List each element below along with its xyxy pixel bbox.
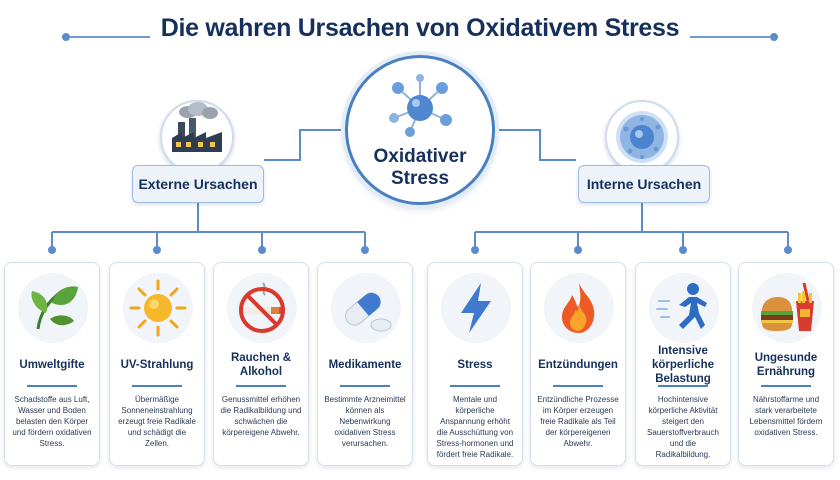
card-title: Entzündungen bbox=[538, 359, 618, 371]
title-line-left bbox=[70, 36, 150, 38]
card-divider bbox=[132, 385, 182, 387]
card-icon-circle bbox=[544, 273, 614, 343]
card-stress: Stress Mentale und körperliche Anspannun… bbox=[427, 262, 523, 466]
card-description: Schadstoffe aus Luft, Wasser und Boden b… bbox=[12, 395, 92, 448]
card-uv-strahlung: UV-Strahlung Übermäßige Sonneneinstrahlu… bbox=[109, 262, 205, 466]
pill-icon bbox=[345, 292, 392, 332]
card-divider bbox=[27, 385, 77, 387]
card-description: Übermäßige Sonneneinstrahlung erzeugt fr… bbox=[118, 395, 196, 448]
card-ungesunde-ernaehrung: Ungesunde Ernährung Nährstoffarme und st… bbox=[738, 262, 834, 466]
card-divider bbox=[761, 385, 811, 387]
card-umweltgifte: Umweltgifte Schadstoffe aus Luft, Wasser… bbox=[4, 262, 100, 466]
card-title: UV-Strahlung bbox=[120, 359, 194, 371]
card-icon-circle bbox=[123, 273, 193, 343]
factory-icon bbox=[172, 102, 222, 152]
card-description: Bestimmte Arzneimittel können als Nebenw… bbox=[324, 395, 406, 448]
card-divider bbox=[340, 385, 390, 387]
card-description: Entzündliche Prozesse im Körper erzeugen… bbox=[537, 395, 619, 448]
molecule-icon bbox=[389, 74, 452, 137]
runner-icon bbox=[656, 283, 707, 329]
card-description: Genussmittel erhöhen die Radikalbildung … bbox=[220, 395, 302, 437]
card-medikamente: Medikamente Bestimmte Arzneimittel könne… bbox=[317, 262, 413, 466]
card-icon-circle bbox=[441, 273, 511, 343]
card-title: Umweltgifte bbox=[19, 359, 85, 371]
lightning-icon bbox=[461, 283, 491, 333]
card-title: Stress bbox=[457, 359, 493, 371]
center-label: Oxidativer Stress bbox=[373, 146, 467, 189]
card-title: Medikamente bbox=[328, 359, 402, 371]
leaf-icon bbox=[31, 286, 78, 330]
no-smoking-icon bbox=[239, 282, 285, 333]
flame-icon bbox=[562, 283, 595, 333]
sun-icon bbox=[129, 279, 187, 337]
card-icon-circle bbox=[752, 273, 822, 343]
card-title: Ungesunde Ernährung bbox=[754, 352, 818, 378]
category-external-label: Externe Ursachen bbox=[138, 176, 258, 192]
card-entzuendungen: Entzündungen Entzündliche Prozesse im Kö… bbox=[530, 262, 626, 466]
title-line-right bbox=[690, 36, 770, 38]
card-description: Hochintensive körperliche Aktivität stei… bbox=[647, 395, 719, 459]
category-internal-label: Interne Ursachen bbox=[586, 176, 702, 192]
title-dot-left bbox=[62, 33, 70, 41]
page-title: Die wahren Ursachen von Oxidativem Stres… bbox=[160, 14, 680, 42]
card-rauchen-alkohol: Rauchen & Alkohol Genussmittel erhöhen d… bbox=[213, 262, 309, 466]
category-external: Externe Ursachen bbox=[132, 165, 264, 203]
card-icon-circle bbox=[331, 273, 401, 343]
card-description: Mentale und körperliche Anspannung erhöh… bbox=[436, 395, 514, 459]
title-dot-right bbox=[770, 33, 778, 41]
card-divider bbox=[450, 385, 500, 387]
card-divider bbox=[553, 385, 603, 387]
card-title: Rauchen & Alkohol bbox=[230, 352, 292, 378]
card-divider bbox=[658, 385, 708, 387]
card-divider bbox=[236, 385, 286, 387]
cell-icon bbox=[616, 111, 668, 163]
card-icon-circle bbox=[18, 273, 88, 343]
card-icon-circle bbox=[649, 273, 719, 343]
fast-food-icon bbox=[761, 282, 814, 331]
card-description: Nährstoffarme und stark verarbeitete Leb… bbox=[749, 395, 823, 437]
category-internal: Interne Ursachen bbox=[578, 165, 710, 203]
card-title: Intensive körperliche Belastung bbox=[652, 345, 714, 385]
card-icon-circle bbox=[227, 273, 297, 343]
card-koerperliche-belastung: Intensive körperliche Belastung Hochinte… bbox=[635, 262, 731, 466]
